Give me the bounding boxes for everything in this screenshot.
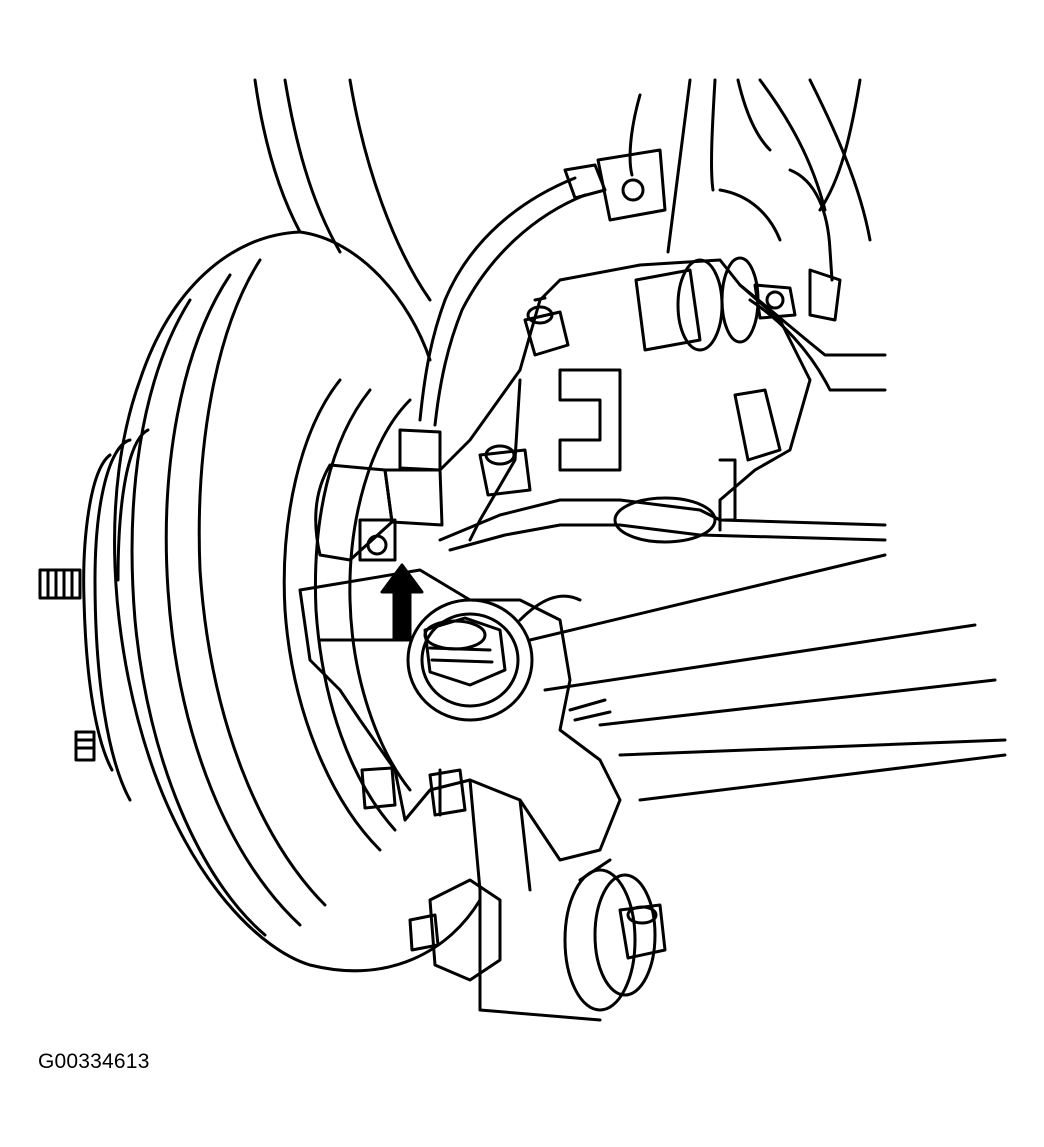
lower-bushing [408,858,667,1012]
speed-sensor [314,428,444,562]
tie-rod [568,698,612,722]
lower-bolt-left [360,766,467,817]
knuckle-bolt-upper [523,296,570,357]
figure-code: G00334613 [38,1050,150,1073]
wheel-hub [82,428,150,802]
stabilizer-link [634,168,842,352]
hose-bracket [718,388,782,522]
knuckle-bolt-middle [478,444,532,497]
knuckle-main-nut [406,598,534,722]
brake-drum [113,230,482,973]
steering-knuckle [438,258,887,552]
up-arrow-icon [380,563,424,642]
wheel-stud-upper [38,568,82,600]
lower-control-arm [518,553,1007,802]
strut-spring-lines [253,78,872,302]
wheel-stud-lower [74,730,96,762]
lower-knuckle [298,568,622,1022]
brake-hose [418,148,667,427]
